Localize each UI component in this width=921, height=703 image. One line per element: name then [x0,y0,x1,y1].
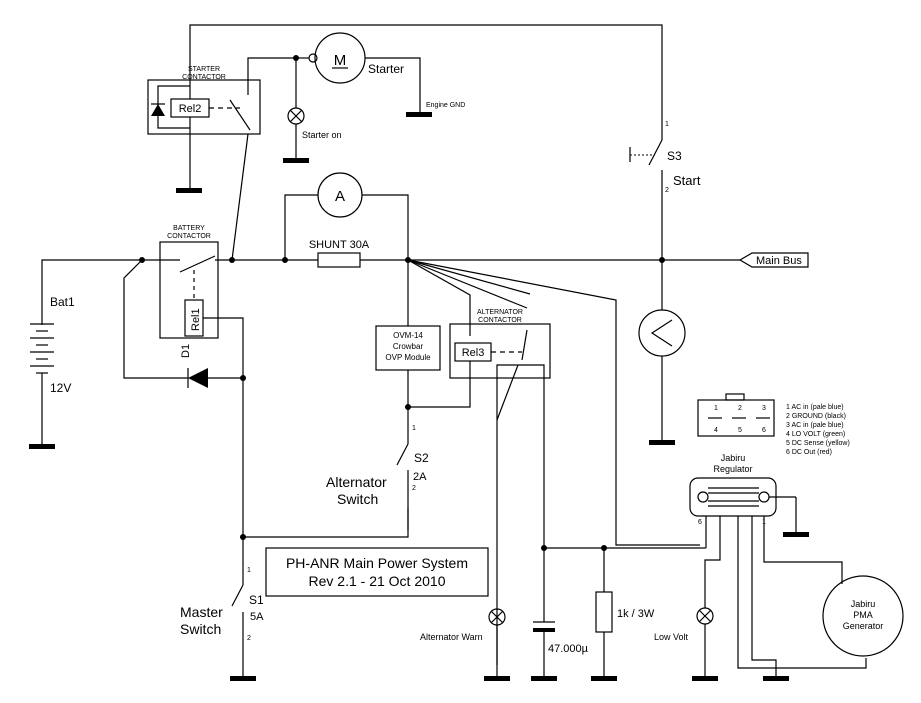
jabiru-regulator [689,477,777,517]
s3-label: S3 [667,149,682,163]
regulator-label: Jabiru [721,453,746,463]
pma-label: Jabiru [851,599,876,609]
starter-on-label: Starter on [302,130,342,140]
main-wiring: A SHUNT 30A Main Bus [232,172,809,445]
ground-symbol [649,440,675,445]
s2-pin-label: 2 [412,485,416,492]
ground-symbol [591,676,617,681]
bat1-label: Bat1 [50,295,75,309]
s2-rating: 2A [413,471,427,483]
reg-pin-label: 6 [698,519,702,526]
connector-pin: 2 [738,405,742,412]
rel1-label: Rel1 [190,308,202,331]
starter-contactor-box [147,79,261,135]
voltmeter [638,309,686,357]
alternator-section: OVM-14 Crowbar OVP Module ALTERNATOR CON… [375,259,700,665]
main-bus-terminal [738,252,809,268]
main-bus-label: Main Bus [756,255,802,267]
rel2-label: Rel2 [179,103,202,115]
ground-symbol [406,112,432,117]
s1-master-switch: 1 S1 2 5A Master Switch [180,567,264,681]
pin-legend-item: 6 DC Out (red) [786,449,832,456]
battery-contactor-label: BATTERY [173,225,205,232]
pma-label: Generator [843,621,884,631]
s2-pin-label: 1 [412,425,416,432]
capacitor [533,628,555,632]
battery-section: Bat1 12V [29,259,142,449]
alt-contactor-label: ALTERNATOR [477,309,523,316]
ground-symbol [531,676,557,681]
title-block: PH-ANR Main Power System Rev 2.1 - 21 Oc… [265,547,489,597]
pin-legend-item: 3 AC in (pale blue) [786,422,844,429]
master-switch-label: Switch [180,621,221,637]
battery-voltage: 12V [50,381,71,395]
ovm-label: OVM-14 [393,331,423,340]
s3-start-switch: 1 S3 2 Start [629,121,701,260]
lower-loads: Alternator Warn 47.000µ 1k / 3W Low Volt [420,516,721,681]
s2-alternator-switch: 1 S2 2 2A Alternator Switch [240,425,429,540]
connector-pin: 3 [762,405,766,412]
pin-legend-item: 2 GROUND (black) [786,413,846,420]
ground-symbol [176,188,202,193]
regulator-section: 1 2 3 4 5 6 1 AC in (pale blue) 2 GROUND… [689,393,904,681]
s1-label: S1 [249,593,264,607]
pin-legend-item: 1 AC in (pale blue) [786,404,844,411]
s3-pin-label: 2 [665,187,669,194]
flyback-diode [151,104,165,116]
battery-contactor-label: CONTACTOR [167,233,211,240]
d1-label: D1 [180,344,192,358]
alternator-contactor-box [449,323,551,379]
title-line: PH-ANR Main Power System [286,555,468,571]
motor-letter: M [334,52,347,69]
pin-legend-item: 4 LO VOLT (green) [786,431,845,438]
ammeter-letter: A [335,188,345,205]
alternator-switch-label: Switch [337,491,378,507]
resistor-label: 1k / 3W [617,608,655,620]
alternator-switch-label: Alternator [326,474,387,490]
battery-contactor: BATTERY CONTACTOR Rel1 D1 [123,225,246,570]
ovm-label: OVP Module [385,353,431,362]
ground-symbol [484,676,510,681]
ovm-label: Crowbar [393,342,424,351]
ground-symbol [692,676,718,681]
ground-symbol [29,444,55,449]
rel3-label: Rel3 [462,347,485,359]
start-label: Start [673,173,701,188]
low-volt-label: Low Volt [654,632,689,642]
ground-symbol [283,158,309,163]
starter-contactor-label: STARTER [188,66,220,73]
alt-contactor-label: CONTACTOR [478,317,522,324]
s3-pin-label: 1 [665,121,669,128]
ground-symbol [763,676,789,681]
shunt-label: SHUNT 30A [309,239,370,251]
s2-label: S2 [414,451,429,465]
ground-symbol [783,532,809,537]
pin-legend-item: 5 DC Sense (yellow) [786,440,850,447]
starter-section: STARTER CONTACTOR Rel2 M Starter Engine … [147,24,663,261]
connector-pin: 4 [714,427,718,434]
connector-pin: 5 [738,427,742,434]
s1-rating: 5A [250,611,264,623]
master-switch-label: Master [180,604,223,620]
alternator-warn-label: Alternator Warn [420,632,483,642]
jabiru-pma-generator [822,575,904,657]
resistor [595,591,613,633]
title-line: Rev 2.1 - 21 Oct 2010 [309,573,446,589]
shunt [317,252,361,268]
s1-pin-label: 1 [247,567,251,574]
pma-label: PMA [853,610,873,620]
starter-label: Starter [368,62,404,76]
regulator-label: Regulator [713,464,752,474]
connector-pin: 6 [762,427,766,434]
engine-gnd-label: Engine GND [426,102,465,109]
ground-symbol [230,676,256,681]
starter-contactor-label: CONTACTOR [182,74,226,81]
s1-pin-label: 2 [247,635,251,642]
d1-diode [188,368,208,388]
connector-pin: 1 [714,405,718,412]
capacitor-label: 47.000µ [548,643,589,655]
